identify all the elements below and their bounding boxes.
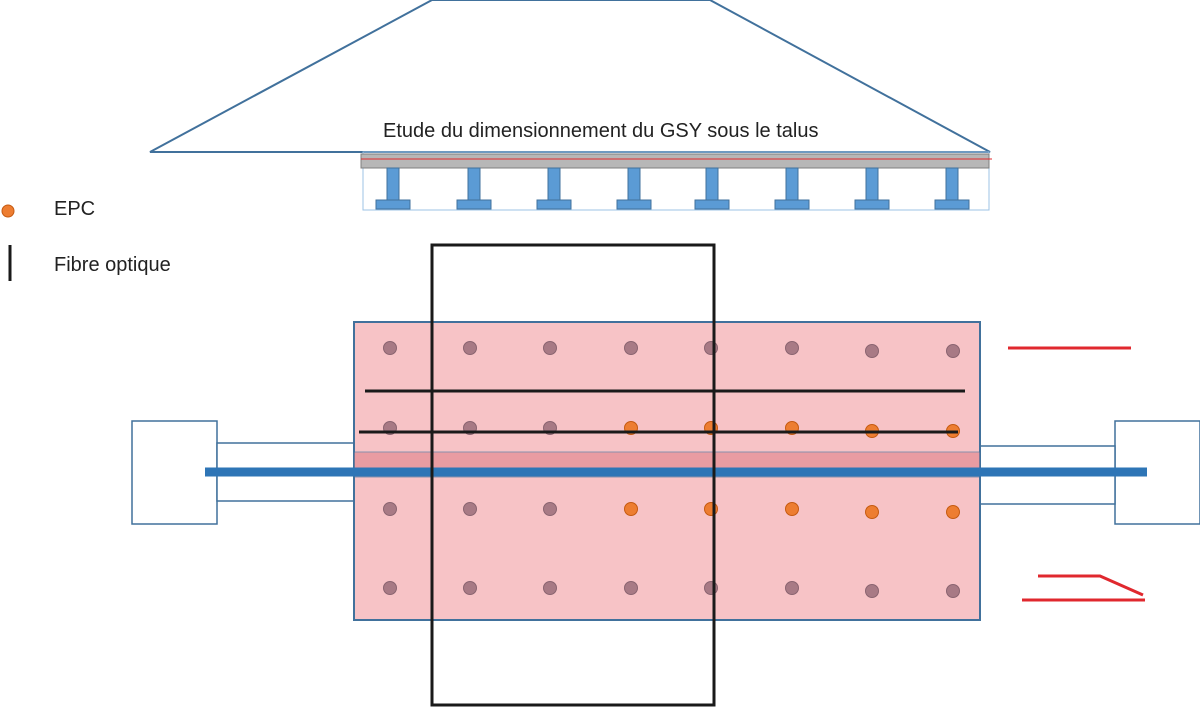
legend-epc-label: EPC (54, 198, 95, 220)
monitoring-frame (430, 243, 716, 707)
epc-sensor-inactive (543, 341, 557, 355)
epc-sensor-inactive (704, 581, 718, 595)
pile-shaft (386, 167, 400, 201)
epc-sensor-inactive (946, 584, 960, 598)
epc-sensor-inactive (543, 581, 557, 595)
epc-sensor-inactive (946, 344, 960, 358)
epc-sensor-inactive (543, 502, 557, 516)
epc-sensor-inactive (383, 502, 397, 516)
epc-sensor-inactive (865, 344, 879, 358)
epc-sensor-inactive (383, 341, 397, 355)
epc-sensor-inactive (383, 581, 397, 595)
left-end-block (131, 420, 218, 525)
diagram-title: Etude du dimensionnement du GSY sous le … (383, 120, 818, 142)
pile-cap (854, 199, 890, 210)
pile-shaft (785, 167, 799, 201)
epc-sensor-inactive (624, 341, 638, 355)
pile-shaft (547, 167, 561, 201)
epc-sensor-inactive (785, 581, 799, 595)
pile-cap (616, 199, 652, 210)
pile-frame (362, 151, 990, 211)
load-transfer-beam (360, 153, 990, 169)
pile-structure (360, 151, 992, 211)
epc-sensor-inactive (785, 341, 799, 355)
epc-sensor-active (704, 502, 718, 516)
legend-fibre-label: Fibre optique (54, 254, 171, 276)
pile-cap (694, 199, 730, 210)
epc-sensor-inactive (463, 581, 477, 595)
pile-shaft (945, 167, 959, 201)
piles-group (375, 167, 970, 210)
pile-cap (456, 199, 492, 210)
epc-sensor-inactive (463, 341, 477, 355)
epc-sensor-active (785, 502, 799, 516)
pile-cap (375, 199, 411, 210)
legend-epc-marker (1, 204, 15, 218)
epc-sensor-inactive (624, 581, 638, 595)
pile-shaft (705, 167, 719, 201)
pile-shaft (627, 167, 641, 201)
pile-cap (934, 199, 970, 210)
epc-sensor-active (946, 505, 960, 519)
pile-shaft (467, 167, 481, 201)
red-marker-bottom-upper (1038, 574, 1144, 597)
pile-cap (774, 199, 810, 210)
epc-sensor-active (624, 502, 638, 516)
epc-sensor-inactive (704, 341, 718, 355)
epc-sensor-inactive (865, 584, 879, 598)
legend: EPC Fibre optique (1, 198, 171, 281)
pile-shaft (865, 167, 879, 201)
epc-sensor-active (865, 505, 879, 519)
pile-cap (536, 199, 572, 210)
epc-sensor-inactive (463, 502, 477, 516)
